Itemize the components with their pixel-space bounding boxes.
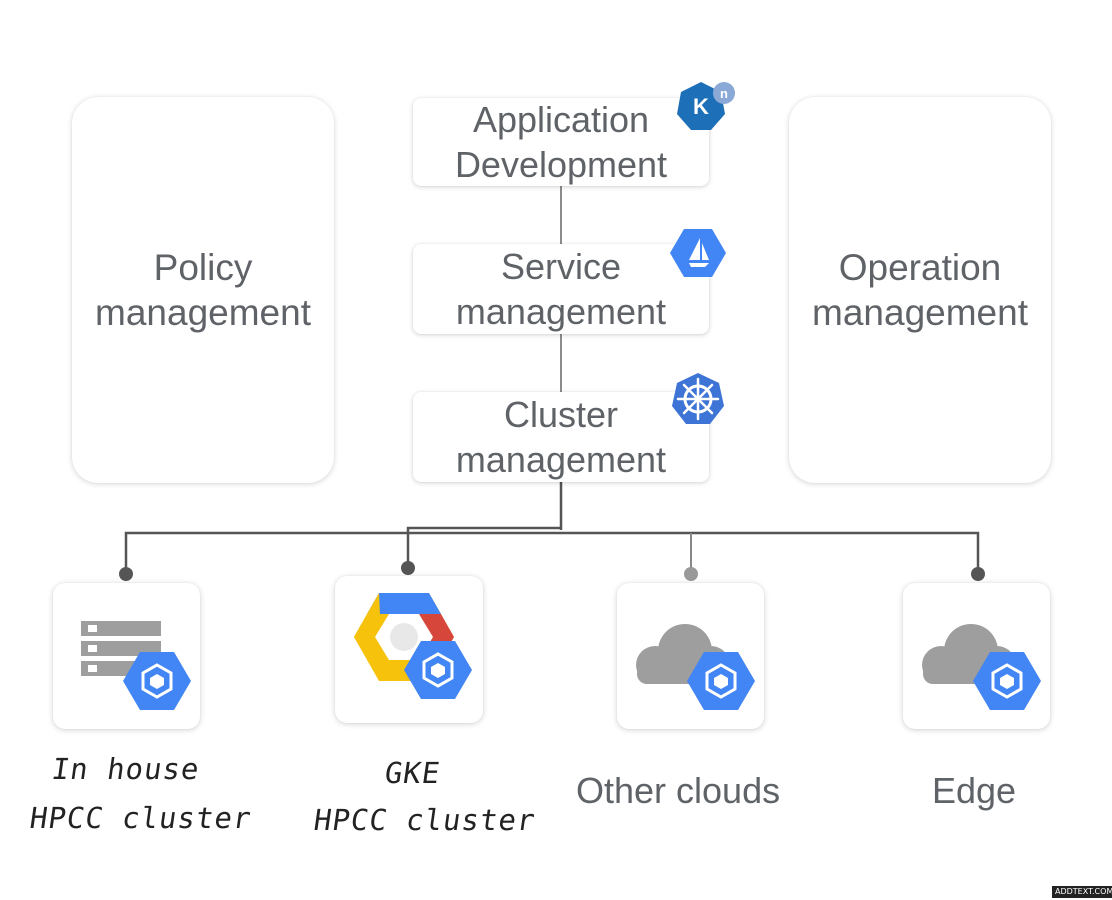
gke-tile [335, 576, 483, 723]
other-clouds-label: Other clouds [576, 770, 781, 811]
edge-tile [903, 583, 1050, 729]
istio-icon [670, 229, 726, 277]
in-house-label-line2: HPCC cluster [27, 801, 254, 835]
watermark: ADDTEXT.COM [1052, 886, 1112, 898]
gke-label-line2: HPCC cluster [311, 803, 538, 837]
other-clouds-connector-dot [684, 567, 698, 581]
app-dev-line1: Application [472, 99, 650, 140]
in-house-connector-dot [119, 567, 133, 581]
gke-connector-dot [401, 561, 415, 575]
operation-title-line1: Operation [838, 247, 1002, 288]
gke-hexagon-icon [973, 652, 1041, 710]
gke-hexagon-icon [687, 652, 755, 710]
knative-icon: K n [677, 82, 735, 130]
in-house-tile [53, 583, 200, 729]
cluster-management-box: Cluster management [413, 392, 709, 482]
service-management-box: Service management [413, 244, 709, 334]
operation-title-line2: management [812, 292, 1028, 333]
service-line1: Service [500, 246, 622, 287]
app-dev-line2: Development [454, 144, 668, 185]
in-house-label-line1: In house [49, 752, 203, 786]
service-line2: management [455, 291, 667, 332]
policy-title-line1: Policy [153, 247, 253, 288]
application-development-box: Application Development [413, 98, 709, 186]
cluster-line2: management [455, 439, 667, 480]
policy-title-line2: management [95, 292, 311, 333]
edge-label: Edge [932, 770, 1017, 811]
gke-hexagon-icon [123, 652, 191, 710]
policy-management-panel: Policy management [72, 97, 334, 483]
edge-connector-dot [971, 567, 985, 581]
knative-sup: n [720, 86, 728, 101]
other-clouds-tile [617, 583, 764, 729]
kubernetes-icon [672, 373, 724, 424]
operation-management-panel: Operation management [789, 97, 1051, 483]
gke-label-line1: GKE [382, 756, 443, 790]
cluster-line1: Cluster [503, 394, 619, 435]
gke-hexagon-icon [404, 641, 472, 699]
knative-letter: K [693, 94, 709, 119]
